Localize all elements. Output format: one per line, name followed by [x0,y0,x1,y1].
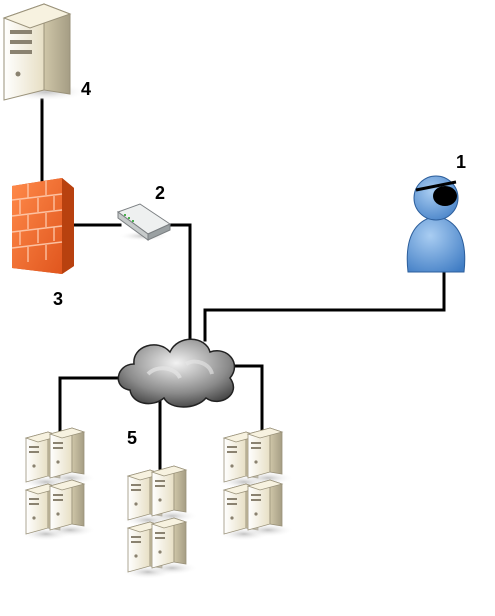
server-cluster-middle-icon [122,466,198,579]
server-cluster-right-icon [218,428,294,541]
network-cloud-icon [117,338,236,408]
network-switch-icon [116,203,172,241]
label-switch: 2 [155,183,165,203]
link-cloud-cluster-left [58,376,127,434]
link-switch-cloud [166,223,192,342]
label-attacker: 1 [456,152,466,172]
firewall-brick-icon [11,178,74,274]
label-firewall: 3 [53,289,63,309]
server-cluster-left-icon [20,428,96,541]
hacker-person-icon [406,175,466,273]
label-cloud: 5 [127,428,137,448]
tower-server-icon [2,3,88,101]
link-attacker-cloud [203,270,446,342]
label-server: 4 [81,79,91,99]
connection-lines [40,98,446,470]
